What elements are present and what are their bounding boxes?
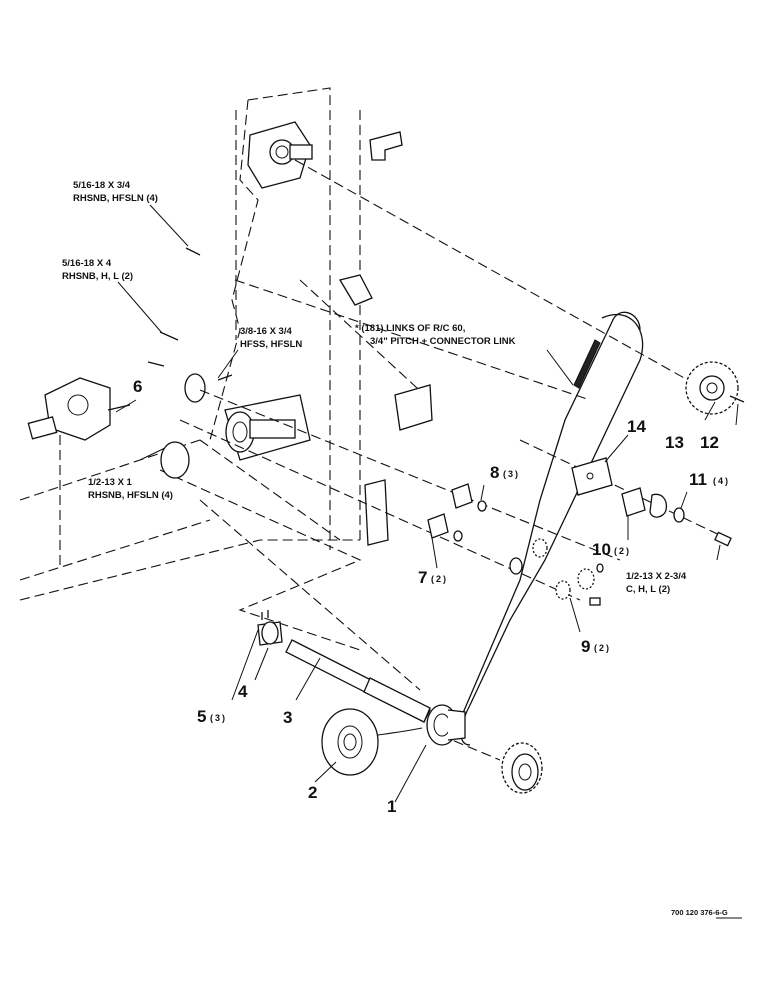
hardware-notes: 5/16-18 X 3/4 RHSNB, HFSLN (4) 5/16-18 X…: [62, 180, 687, 595]
plate-8: [451, 483, 487, 512]
bolt-1-2-13x2-3-4: [714, 531, 732, 547]
shaft-centerlines: [179, 159, 731, 761]
callout-4: 4: [238, 682, 248, 701]
note-bolt-e-type: C, H, L (2): [626, 584, 670, 595]
note-chain-links: * (181) LINKS OF R/C 60,: [355, 323, 465, 334]
idler-sprockets-9: [509, 538, 604, 606]
key-pin-12: [729, 395, 745, 403]
right-upper-bracket: [369, 131, 403, 161]
note-bolt-c-size: 3/8-16 X 3/4: [240, 326, 292, 337]
callout-5-qty: (3): [210, 713, 227, 723]
note-chain-pitch: 3/4" PITCH + CONNECTOR LINK: [370, 336, 516, 347]
bearing-block-10: [621, 487, 668, 518]
callout-7: 7: [418, 568, 427, 587]
note-bolt-e-size: 1/2-13 X 2-3/4: [626, 571, 687, 582]
center-hub-assembly: [160, 274, 433, 546]
note-bolt-b-type: RHSNB, H, L (2): [62, 271, 133, 282]
callout-14: 14: [627, 417, 646, 436]
hub-2: [321, 708, 423, 776]
lower-drive-sprocket: [501, 742, 543, 794]
upper-bearing-plate: [247, 121, 313, 189]
note-bolt-d-size: 1/2-13 X 1: [88, 477, 133, 488]
note-bolt-d-type: RHSNB, HFSLN (4): [88, 490, 173, 501]
callout-6: 6: [133, 377, 142, 396]
sprocket-1: [426, 704, 466, 746]
left-bolts: [147, 247, 233, 381]
callout-2: 2: [308, 783, 317, 802]
note-bolt-a-type: RHSNB, HFSLN (4): [73, 193, 158, 204]
callouts: 1 2 3 4 5 (3) 6 7 (2) 8 (3) 9 (2) 10 (2)…: [133, 377, 730, 816]
callout-12: 12: [700, 433, 719, 452]
bushing-4: [257, 621, 283, 646]
callout-7-qty: (2): [431, 574, 448, 584]
callout-10: 10: [592, 540, 611, 559]
leader-lines: [115, 204, 739, 803]
spacer-5: [261, 610, 269, 620]
callout-10-qty: (2): [614, 546, 631, 556]
sprocket-13: [685, 361, 739, 415]
callout-3: 3: [283, 708, 292, 727]
callout-9: 9: [581, 637, 590, 656]
callout-11: 11: [689, 470, 707, 489]
callout-8: 8: [490, 463, 499, 482]
note-bolt-b-size: 5/16-18 X 4: [62, 258, 112, 269]
callout-13: 13: [665, 433, 684, 452]
callout-11-qty: (4): [713, 476, 730, 486]
drive-shaft-3: [285, 639, 431, 723]
callout-9-qty: (2): [594, 643, 611, 653]
note-bolt-c-type: HFSS, HFSLN: [240, 339, 302, 350]
bracket-14: [571, 457, 613, 496]
plate-7: [427, 513, 463, 542]
frame-outline: [19, 87, 431, 651]
washer-11: [673, 507, 685, 523]
callout-1: 1: [387, 797, 396, 816]
callout-8-qty: (3): [503, 469, 520, 479]
gearbox: [27, 377, 131, 441]
callout-5: 5: [197, 707, 206, 726]
note-bolt-a-size: 5/16-18 X 3/4: [73, 180, 131, 191]
drawing-code: 700 120 376-6-G: [671, 908, 728, 917]
roller-chain: [459, 311, 644, 746]
